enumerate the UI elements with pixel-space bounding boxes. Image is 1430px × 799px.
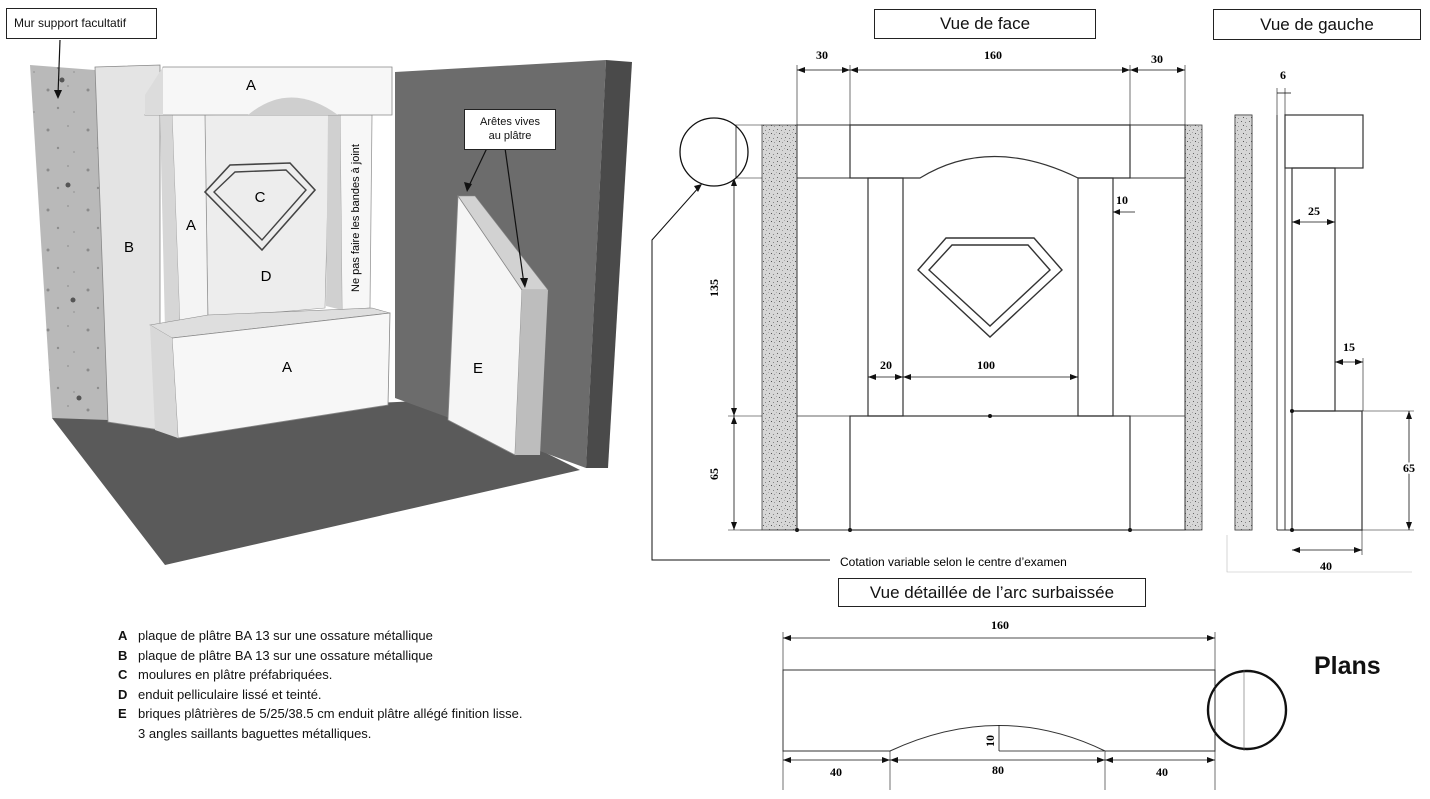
- dim-base-depth: 40: [1320, 559, 1332, 573]
- joint-label: Ne pas faire les bandes à joint: [350, 144, 362, 292]
- legend-key: B: [118, 647, 128, 663]
- letter-b: B: [124, 239, 134, 256]
- arc-dim-total: 160: [991, 618, 1009, 632]
- isometric-illustration: A A A B C D E Ne pas faire les bandes à …: [30, 39, 632, 565]
- legend-text: plaque de plâtre BA 13 sur une ossature …: [138, 628, 433, 643]
- edge-label-line1: Arêtes vives: [480, 116, 540, 128]
- arc-view-title: Vue détaillée de l’arc surbaissée: [838, 578, 1146, 607]
- left-view-title: Vue de gauche: [1213, 9, 1421, 40]
- arc-detail-drawing: 160 10 40 80 40: [782, 618, 1288, 790]
- detail-circle: [679, 117, 749, 187]
- dim-base-height: 65: [1403, 461, 1415, 475]
- letter-e: E: [473, 360, 483, 377]
- left-view-drawing: 6 25 15 65 40: [1226, 68, 1417, 573]
- arc-dim-middle: 80: [992, 763, 1004, 777]
- edge-label-line2: au plâtre: [488, 130, 532, 142]
- dim-height-upper: 135: [707, 279, 721, 297]
- wall-label: Mur support facultatif: [6, 8, 157, 39]
- dim-height-lower: 65: [707, 468, 721, 480]
- variable-dim-note: Cotation variable selon le centre d’exam…: [840, 555, 1067, 569]
- arc-detail-circle: [1206, 669, 1288, 751]
- letter-d: D: [261, 268, 272, 285]
- legend-key: D: [118, 686, 128, 702]
- legend-text: briques plâtrières de 5/25/38.5 cm endui…: [138, 706, 523, 721]
- back-wall-edge: [586, 60, 632, 468]
- block-bottom: [171, 312, 391, 439]
- legend-text: plaque de plâtre BA 13 sur une ossature …: [138, 647, 433, 663]
- dim-inner-width: 100: [977, 358, 995, 372]
- dim-top-depth: 25: [1308, 204, 1320, 218]
- concrete-wall: [30, 65, 108, 420]
- arc-dim-right: 40: [1156, 765, 1168, 779]
- dim-thickness: 6: [1280, 68, 1286, 82]
- letter-a-bottom: A: [282, 359, 292, 376]
- legend-extra: 3 angles saillants baguettes métalliques…: [138, 725, 372, 741]
- dim-width: 160: [984, 48, 1002, 62]
- arc-dim-rise: 10: [983, 735, 997, 747]
- legend-key: A: [118, 628, 128, 643]
- dim-pillar-width: 20: [880, 358, 892, 372]
- dim-pillar-gap: 10: [1116, 193, 1128, 207]
- diamond-moulding: [203, 162, 317, 252]
- legend-key: C: [118, 667, 128, 682]
- edge-label: Arêtes vives au plâtre: [464, 109, 556, 150]
- legend-text: enduit pelliculaire lissé et teinté.: [138, 686, 322, 702]
- dim-pillar-depth: 15: [1343, 340, 1355, 354]
- plans-label: Plans: [1314, 652, 1381, 680]
- letter-c: C: [255, 189, 266, 206]
- floor: [52, 400, 580, 565]
- arc-dim-left: 40: [830, 765, 842, 779]
- panel-d: [204, 111, 331, 319]
- dim-right-margin: 30: [1151, 52, 1163, 66]
- legend-text: moulures en plâtre préfabriquées.: [138, 667, 333, 682]
- letter-a-top: A: [246, 77, 256, 94]
- letter-a-left: A: [186, 217, 196, 234]
- dim-left-margin: 30: [816, 48, 828, 62]
- front-view-drawing: 30 160 30 10 135 65 20 100 Cotation vari…: [651, 48, 1203, 569]
- legend-key: E: [118, 706, 127, 721]
- front-view-title: Vue de face: [874, 9, 1096, 39]
